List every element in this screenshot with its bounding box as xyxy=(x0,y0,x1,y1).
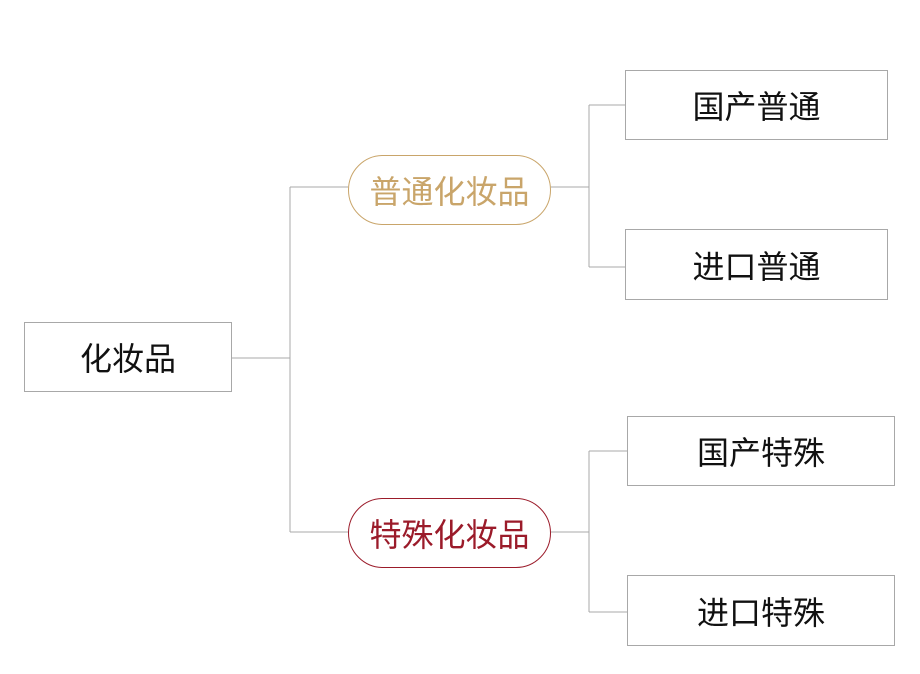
category-node-general-label: 普通化妆品 xyxy=(369,173,530,211)
leaf-node-label: 国产特殊 xyxy=(696,434,825,472)
leaf-node-imported-general: 进口普通 xyxy=(625,229,888,300)
leaf-node-label: 进口特殊 xyxy=(696,593,825,632)
leaf-node-imported-special: 进口特殊 xyxy=(627,575,895,646)
root-node-label: 化妆品 xyxy=(79,340,176,378)
category-node-general: 普通化妆品 xyxy=(348,155,551,225)
root-node: 化妆品 xyxy=(24,322,232,392)
leaf-node-domestic-special: 国产特殊 xyxy=(627,416,895,486)
leaf-node-domestic-general: 国产普通 xyxy=(625,70,888,140)
leaf-node-label: 国产普通 xyxy=(692,88,821,126)
leaf-node-label: 进口普通 xyxy=(692,247,821,286)
category-node-special: 特殊化妆品 xyxy=(348,498,551,568)
category-node-special-label: 特殊化妆品 xyxy=(369,516,530,554)
